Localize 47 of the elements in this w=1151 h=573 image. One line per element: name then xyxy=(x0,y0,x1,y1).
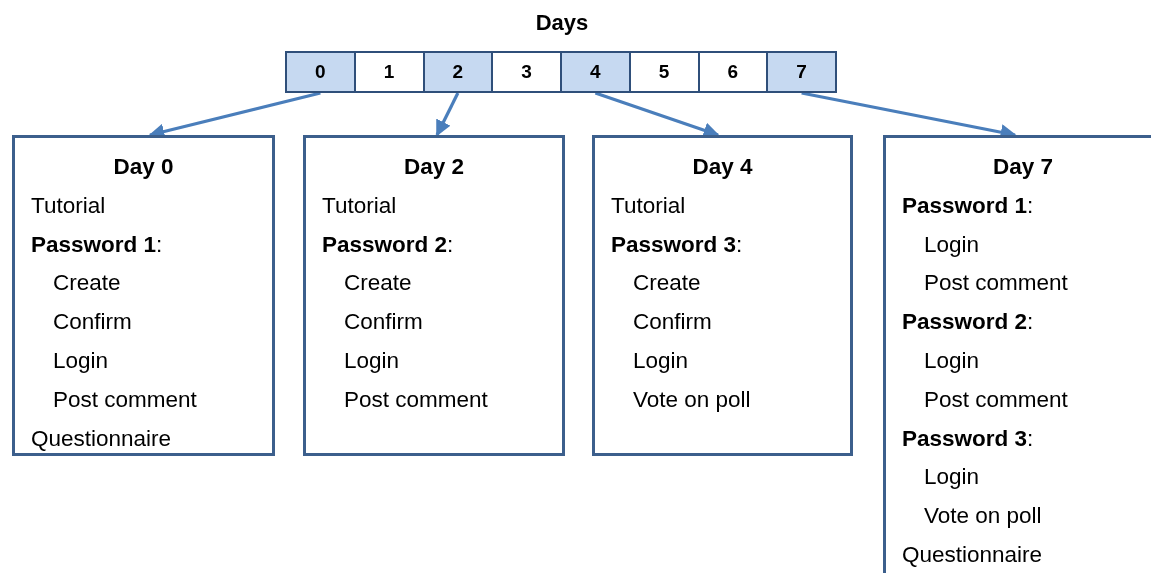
day-cell: 3 xyxy=(491,51,562,93)
box-heading: Day 4 xyxy=(691,153,754,181)
list-item: Confirm xyxy=(343,308,424,337)
list-item: Vote on poll xyxy=(923,502,1043,531)
list-item: Password 2: xyxy=(902,308,1035,337)
list-item: Questionnaire xyxy=(31,424,173,453)
list-item: Password 1: xyxy=(31,230,164,259)
day-cell: 6 xyxy=(697,51,769,93)
list-item: Login xyxy=(632,347,690,375)
day-box xyxy=(12,135,275,456)
box-heading: Day 0 xyxy=(112,153,175,181)
list-item: Login xyxy=(52,347,110,375)
list-item: Login xyxy=(923,230,981,259)
list-item: Login xyxy=(923,347,981,375)
day-cell: 1 xyxy=(353,51,425,93)
list-item: Tutorial xyxy=(322,191,398,220)
list-item: Post comment xyxy=(923,385,1069,414)
day-cell: 4 xyxy=(560,51,631,93)
day-box xyxy=(883,135,1151,573)
list-item: Confirm xyxy=(632,308,713,337)
day-cell: 5 xyxy=(628,51,700,93)
chart-title: Days xyxy=(534,10,590,36)
list-item: Login xyxy=(343,347,401,375)
day-box xyxy=(303,135,565,456)
list-item: Post comment xyxy=(52,385,198,414)
list-item: Password 3: xyxy=(611,230,744,259)
day-box xyxy=(592,135,853,456)
list-item: Post comment xyxy=(923,269,1069,298)
day-cell: 7 xyxy=(766,51,837,93)
day-cell: 2 xyxy=(422,51,494,93)
list-item: Password 3: xyxy=(902,424,1035,453)
list-item: Create xyxy=(343,269,413,298)
list-item: Questionnaire xyxy=(902,540,1044,569)
list-item: Tutorial xyxy=(611,191,687,220)
list-item: Password 1: xyxy=(902,191,1035,220)
box-heading: Day 7 xyxy=(991,153,1054,181)
arrow xyxy=(435,92,460,137)
list-item: Login xyxy=(923,463,981,492)
list-item: Confirm xyxy=(52,308,133,337)
list-item: Tutorial xyxy=(31,191,107,220)
list-item: Password 2: xyxy=(322,230,455,259)
list-item: Create xyxy=(52,269,122,298)
box-heading: Day 2 xyxy=(402,153,465,181)
list-item: Post comment xyxy=(343,385,489,414)
list-item: Vote on poll xyxy=(632,385,752,414)
day-cell: 0 xyxy=(285,51,356,93)
list-item: Create xyxy=(632,269,702,298)
